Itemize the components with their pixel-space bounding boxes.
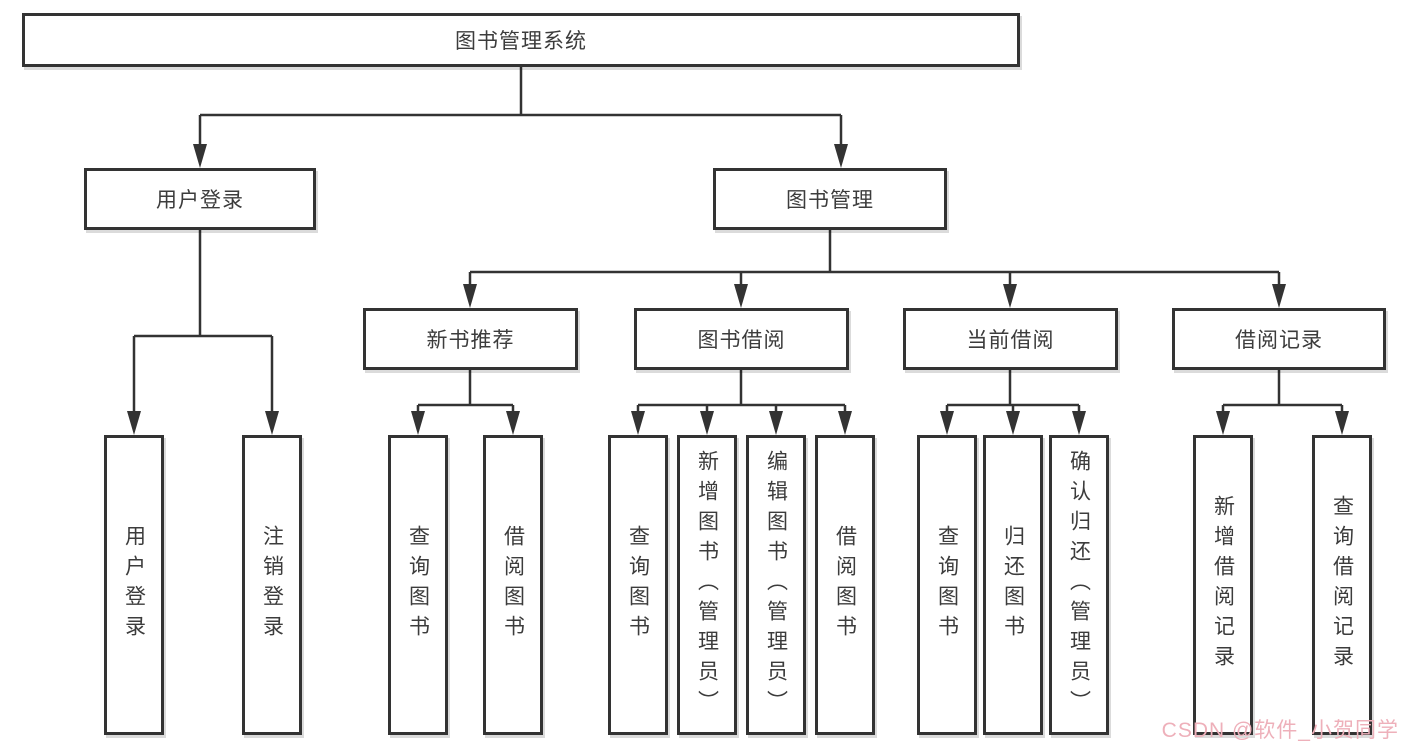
connector-current-borrow xyxy=(940,370,1086,435)
connector-user-login xyxy=(127,230,279,435)
leaf-cb-query-book: 查询图书 xyxy=(917,435,977,735)
node-root: 图书管理系统 xyxy=(22,13,1020,67)
leaf-nb-query-book: 查询图书 xyxy=(388,435,448,735)
leaf-nb-borrow-book: 借阅图书 xyxy=(483,435,543,735)
node-user-login: 用户登录 xyxy=(84,168,316,230)
connector-root xyxy=(193,67,848,168)
node-book-management: 图书管理 xyxy=(713,168,947,230)
leaf-br-query-record: 查询借阅记录 xyxy=(1312,435,1372,735)
node-new-book-recommend: 新书推荐 xyxy=(363,308,578,370)
leaf-bb-add-book-admin: 新增图书（管理员） xyxy=(677,435,737,735)
connector-borrow-record xyxy=(1216,370,1349,435)
watermark: CSDN @软件_小贺同学 xyxy=(1161,719,1399,742)
leaf-bb-edit-book-admin: 编辑图书（管理员） xyxy=(746,435,806,735)
leaf-user-login: 用户登录 xyxy=(104,435,164,735)
leaf-cb-confirm-return-admin: 确认归还（管理员） xyxy=(1049,435,1109,735)
leaf-bb-query-book: 查询图书 xyxy=(608,435,668,735)
leaf-br-add-record: 新增借阅记录 xyxy=(1193,435,1253,735)
connector-book-borrow xyxy=(631,370,852,435)
node-book-borrow: 图书借阅 xyxy=(634,308,849,370)
node-borrow-record: 借阅记录 xyxy=(1172,308,1386,370)
leaf-logout-login: 注销登录 xyxy=(242,435,302,735)
connector-new-book-recommend xyxy=(411,370,520,435)
leaf-bb-borrow-book: 借阅图书 xyxy=(815,435,875,735)
leaf-cb-return-book: 归还图书 xyxy=(983,435,1043,735)
connector-book-management xyxy=(463,230,1286,308)
node-current-borrow: 当前借阅 xyxy=(903,308,1118,370)
